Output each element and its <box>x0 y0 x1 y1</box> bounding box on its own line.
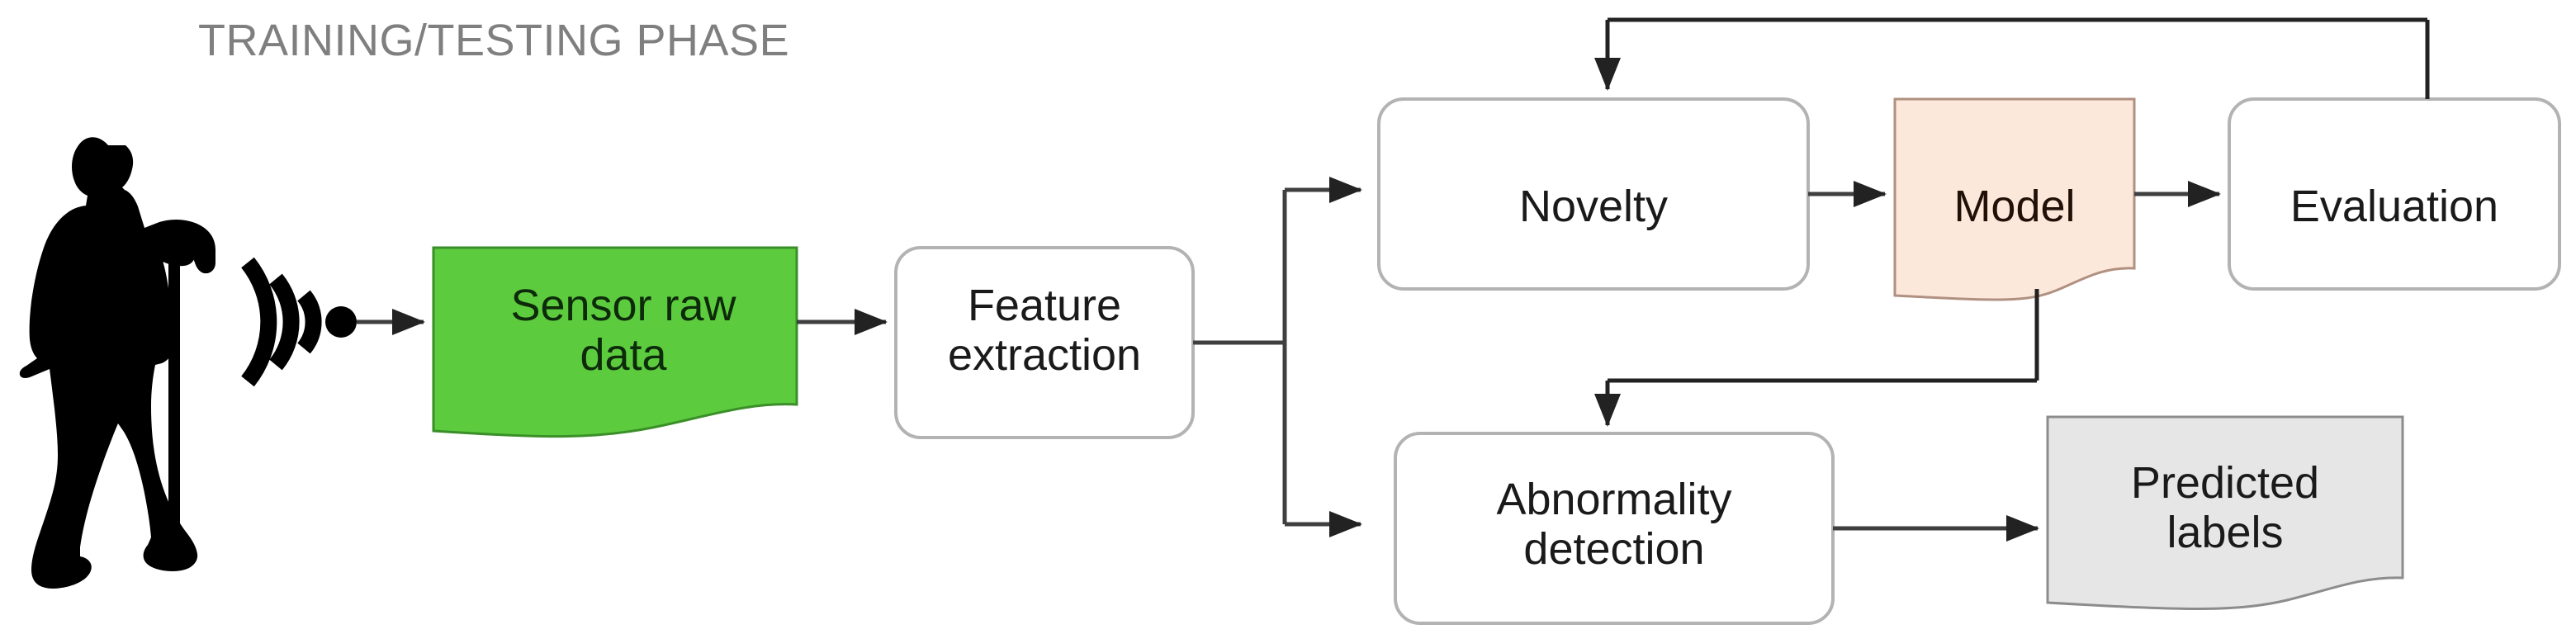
sensor-raw-data-shape <box>432 246 798 438</box>
elderly-person-icon <box>19 137 215 589</box>
wireless-signal-icon <box>241 257 357 387</box>
edge-feature-branch <box>1193 176 1363 537</box>
edge-evaluation-feedback-to-novelty <box>1594 17 2430 99</box>
abnormality-detection-shape <box>1394 432 1835 625</box>
model-shape <box>1893 97 2136 301</box>
predicted-labels-shape <box>2046 415 2404 610</box>
novelty-shape <box>1377 97 1810 291</box>
page-title: TRAINING/TESTING PHASE <box>198 16 790 65</box>
edge-model-to-abnormality <box>1594 289 2039 428</box>
evaluation-shape <box>2228 97 2561 291</box>
feature-extraction-shape <box>894 246 1195 439</box>
